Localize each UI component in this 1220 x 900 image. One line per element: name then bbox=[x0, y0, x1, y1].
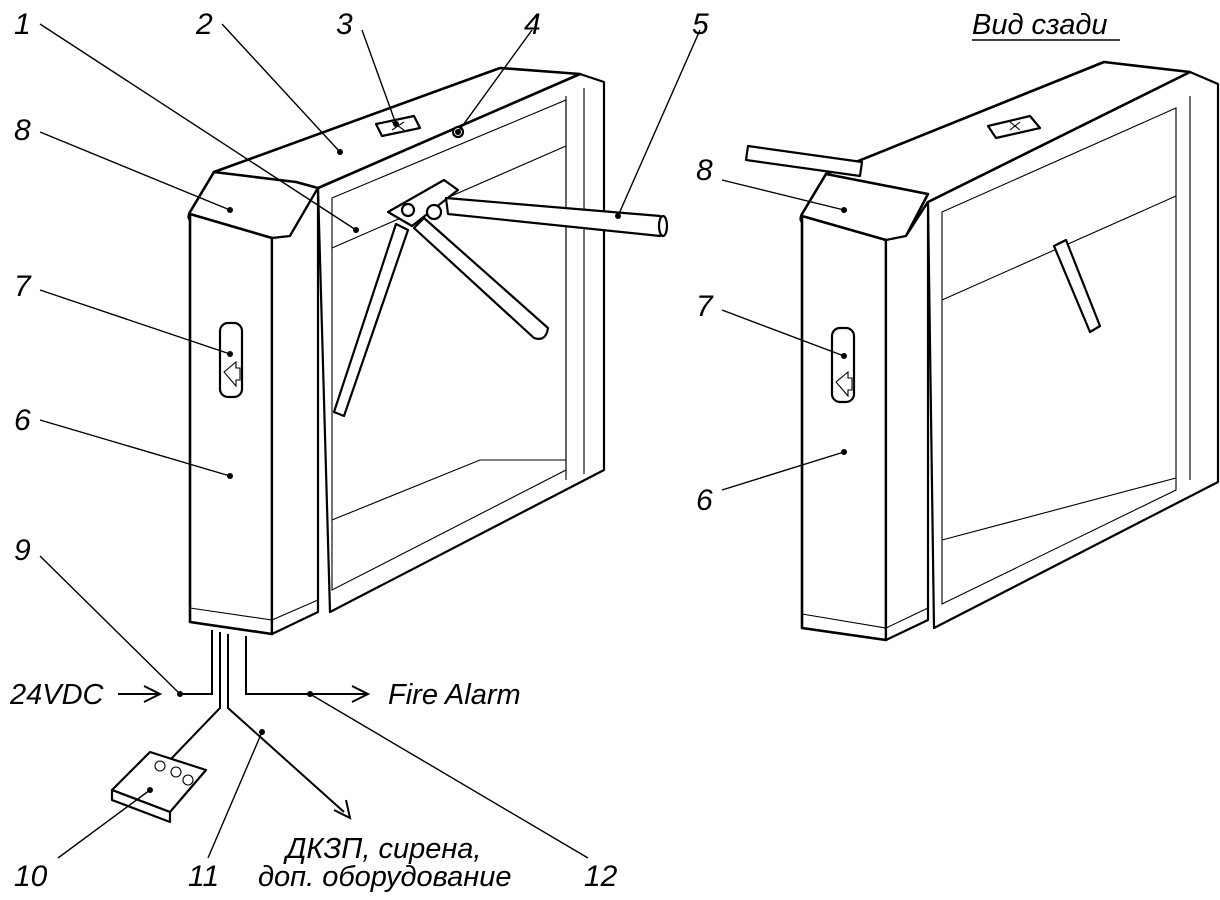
leader-9 bbox=[39, 555, 181, 695]
rear-view-title: Вид сзади bbox=[972, 9, 1108, 41]
leader-1 bbox=[39, 23, 357, 231]
rear-leader-7 bbox=[721, 309, 845, 357]
label-6: 6 bbox=[14, 404, 31, 437]
label-9: 9 bbox=[14, 534, 31, 567]
leader-11 bbox=[207, 731, 263, 859]
barrier-arm-lower bbox=[412, 216, 550, 340]
rear-pedestal-side bbox=[884, 200, 930, 642]
front-pedestal bbox=[188, 212, 274, 636]
extra-equipment-line2: доп. оборудование bbox=[258, 861, 511, 893]
rear-arm-top bbox=[744, 144, 864, 178]
label-1: 1 bbox=[14, 8, 31, 41]
cable-remote bbox=[169, 632, 221, 761]
remote-control-side bbox=[110, 788, 172, 824]
cable-power bbox=[182, 630, 213, 695]
front-pedestal-side bbox=[270, 186, 320, 636]
extra-equipment-line1: ДКЗП, сирена, bbox=[283, 833, 481, 865]
rear-arrow-pictogram-icon bbox=[835, 370, 853, 398]
label-11: 11 bbox=[188, 860, 219, 893]
rotor-bolt-2 bbox=[425, 203, 443, 221]
arrow-extra-head bbox=[333, 799, 352, 820]
label-12: 12 bbox=[584, 860, 618, 893]
leader-3 bbox=[361, 29, 397, 125]
rear-indicator-mark bbox=[1009, 121, 1021, 131]
arrow-pictogram-icon bbox=[223, 360, 241, 388]
rear-floor-line bbox=[941, 477, 1177, 541]
leader-10 bbox=[57, 789, 151, 859]
leader-8 bbox=[39, 131, 231, 211]
rear-pedestal bbox=[800, 214, 888, 642]
leader-7 bbox=[39, 289, 231, 355]
arrow-power-head bbox=[143, 685, 163, 703]
label-7: 7 bbox=[14, 270, 32, 303]
label-3: 3 bbox=[336, 8, 353, 41]
rotor-bolt bbox=[400, 202, 416, 218]
front-indicator-window bbox=[218, 321, 244, 399]
leader-2 bbox=[221, 23, 341, 153]
rear-arm-diagonal bbox=[1052, 238, 1102, 334]
leader-6 bbox=[39, 419, 231, 477]
front-pedestal-base bbox=[189, 599, 319, 621]
rear-turnstile bbox=[744, 60, 1220, 642]
label-4: 4 bbox=[524, 8, 541, 41]
power-label: 24VDC bbox=[9, 679, 105, 711]
number-labels: 1 2 3 4 5 8 7 6 9 10 11 12 8 7 6 bbox=[14, 8, 714, 893]
label-5: 5 bbox=[692, 8, 709, 41]
barrier-arm-down bbox=[332, 222, 410, 418]
arrow-fire-head bbox=[351, 685, 371, 703]
remote-button-3 bbox=[182, 774, 194, 786]
front-turnstile bbox=[110, 66, 669, 824]
leader-5 bbox=[617, 29, 701, 217]
rear-leader-6 bbox=[721, 451, 845, 491]
rear-label-7: 7 bbox=[696, 290, 714, 323]
leader-4 bbox=[457, 29, 533, 133]
label-2: 2 bbox=[195, 8, 213, 41]
rear-frame-opening bbox=[941, 107, 1177, 605]
leader-12 bbox=[309, 693, 589, 859]
rear-pedestal-base bbox=[801, 607, 929, 629]
rear-leader-8 bbox=[721, 179, 845, 211]
remote-button-1 bbox=[154, 760, 166, 772]
cable-fire bbox=[245, 636, 310, 695]
fire-alarm-label: Fire Alarm bbox=[388, 679, 521, 711]
connection-arrows bbox=[118, 685, 371, 820]
front-frame-opening bbox=[331, 99, 567, 591]
leader-lines bbox=[39, 23, 847, 859]
barrier-arm-tip bbox=[657, 214, 669, 238]
rear-label-8: 8 bbox=[696, 154, 713, 187]
rear-label-6: 6 bbox=[696, 484, 713, 517]
front-floor-line bbox=[331, 459, 566, 521]
remote-button-2 bbox=[170, 766, 182, 778]
label-8: 8 bbox=[14, 114, 31, 147]
cable-extra bbox=[227, 634, 345, 813]
label-10: 10 bbox=[14, 860, 48, 893]
